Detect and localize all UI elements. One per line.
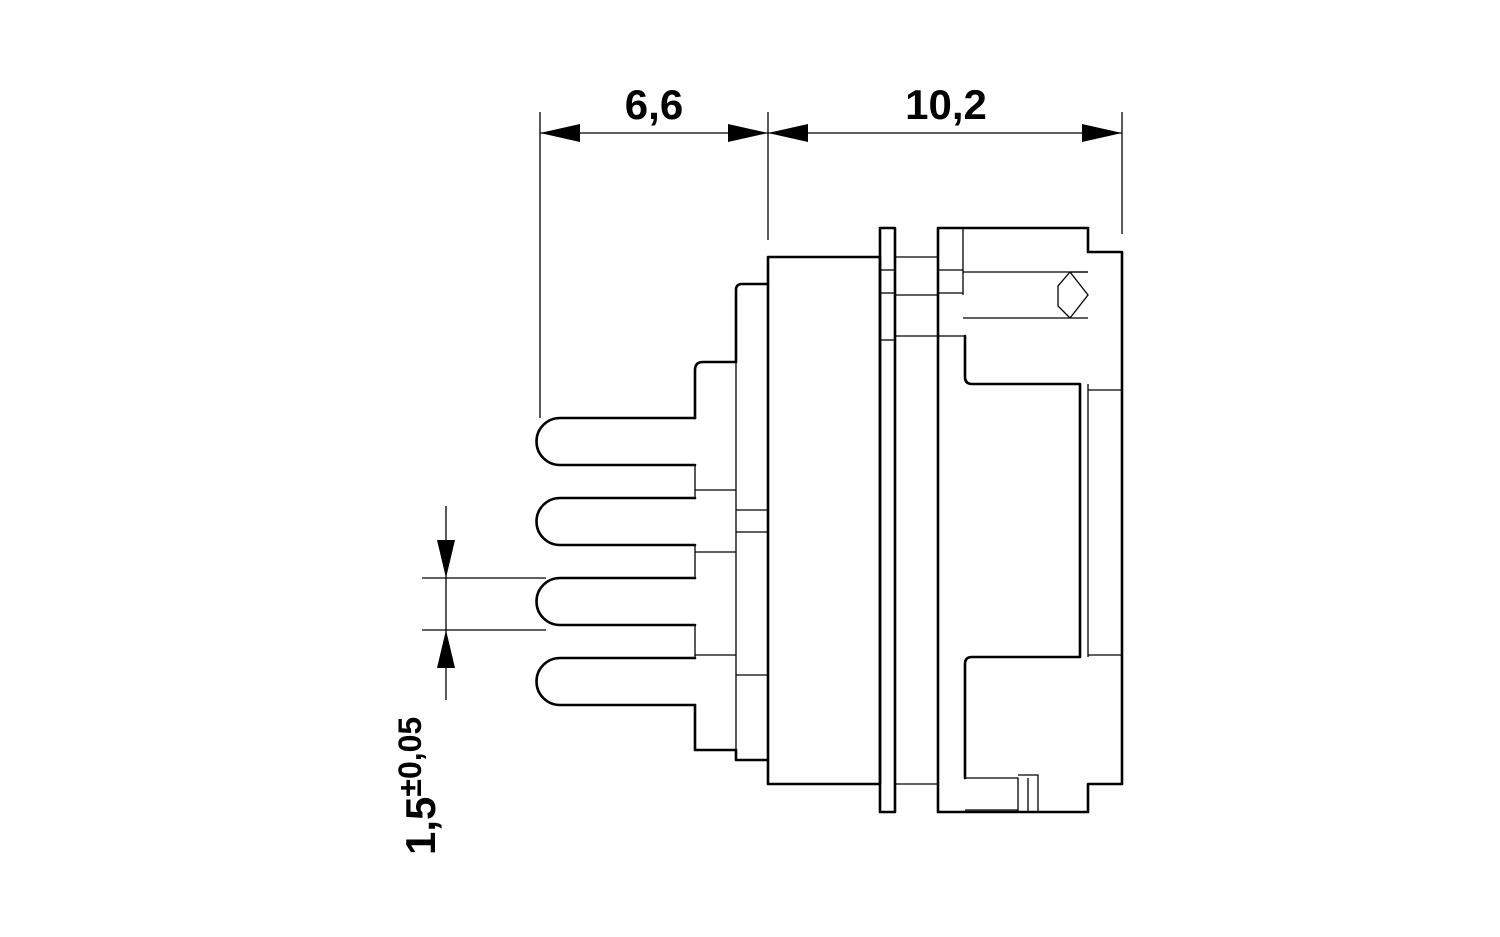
latch-chamfer <box>1057 271 1088 319</box>
body-main-block <box>766 255 882 786</box>
front-housing <box>936 226 1124 814</box>
pin-length-label: 6,6 <box>625 81 683 128</box>
flange <box>878 226 897 814</box>
carrier-outline-lower <box>693 703 770 762</box>
inner-cavity-top <box>963 334 1082 780</box>
arrowhead-down <box>437 540 455 578</box>
pins <box>535 416 697 707</box>
bottom-latch-detail <box>1018 774 1039 812</box>
pin-carrier <box>693 282 770 762</box>
pitch-base: 1,5 <box>397 797 444 855</box>
body-length-label: 10,2 <box>905 81 987 128</box>
pin-3 <box>535 576 697 627</box>
arrowhead-left <box>540 124 580 142</box>
dimension-body-length: 10,2 <box>768 81 1123 234</box>
connector-body <box>766 226 1124 814</box>
arrowhead-left <box>768 124 808 142</box>
pin-4 <box>535 656 697 707</box>
arrowhead-right <box>728 124 768 142</box>
latch-chamfer-right <box>1069 271 1089 319</box>
arrowhead-right <box>1082 124 1122 142</box>
pin-1 <box>535 416 697 467</box>
pitch-label: 1,5±0,05 <box>392 717 444 855</box>
arrowhead-up <box>437 630 455 668</box>
pitch-tolerance: ±0,05 <box>392 717 428 797</box>
dimension-pin-pitch: 1,5±0,05 <box>392 506 546 855</box>
dimension-pin-length: 6,6 <box>539 81 769 418</box>
bottom-latch <box>965 777 1019 812</box>
carrier-outline <box>693 282 770 420</box>
pin-2 <box>535 496 697 547</box>
